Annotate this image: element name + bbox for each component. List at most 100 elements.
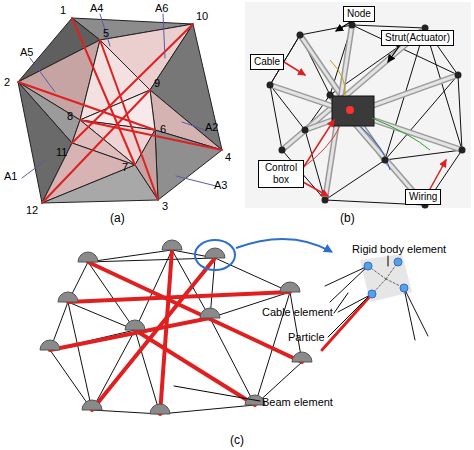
cable-element [68,302,135,330]
node-disc [200,308,220,318]
axis-label: A1 [4,170,17,182]
cable-line [352,25,425,28]
strut-line [80,120,222,150]
panel-label: (a) [110,212,125,225]
vertex-number: 12 [26,204,38,216]
cable-line [385,150,462,160]
zoom-arrow [236,239,332,252]
node-disc [78,252,98,262]
node-disc [58,292,78,302]
cable-element [330,266,368,302]
node-joint [267,82,274,89]
callout-arrow [303,182,328,196]
beam-element [322,294,372,350]
callout-text: Cable [254,56,280,68]
particle [364,262,372,270]
axis-label: A3 [214,179,227,191]
cable-element [215,258,290,292]
photo-background [245,2,471,208]
panel-label: (c) [230,434,244,447]
particle [368,290,376,298]
zoom-ring [195,240,235,270]
node-joint [322,197,329,204]
axis-leader [22,160,46,178]
wire [360,126,390,170]
cable-line [270,85,282,150]
axis-label: A4 [90,2,103,14]
part-label: Particle [288,331,325,343]
node-joint [302,127,309,134]
cable-element [68,302,92,410]
callout-text: Strut(Actuator) [385,32,450,44]
particle [400,284,408,292]
vertex-number: 4 [225,151,231,163]
label-leader [334,293,348,313]
label-leader [174,386,260,401]
polyhedron-face [155,130,222,200]
callout-box: Node [343,6,375,22]
strut-line [42,90,150,203]
cable-element [160,405,255,414]
cable-line [425,28,462,150]
polyhedron-face [150,24,222,150]
cable-line [325,160,385,200]
particle [394,258,402,266]
node-disc [125,320,145,330]
wire [372,118,430,150]
node-disc [162,240,182,250]
rigid-body [360,254,412,302]
strut-line [18,82,155,130]
cable-element [325,266,368,286]
wire [330,60,345,96]
vertex-number: 6 [160,123,166,135]
node-disc [205,248,225,258]
vertex-number: 5 [103,27,109,39]
beam-element [135,330,255,405]
node-disc [40,340,60,350]
vertex-number: 3 [162,200,168,212]
node-joint [459,147,466,154]
vertex-number: 1 [60,4,66,16]
part-label: Beam element [262,396,333,408]
callout-arrow [430,160,446,189]
cable-element [172,250,210,318]
node-joint [279,147,286,154]
node-disc [150,404,170,414]
axis-leader [176,176,216,186]
axis-label: A6 [155,2,168,14]
panel-label: (b) [340,212,355,225]
node-joint [382,157,389,164]
axis-leader [100,14,110,46]
vertex-number: 9 [154,77,160,89]
node-disc [292,352,312,362]
vertex-number: 7 [122,161,128,173]
beam-element [92,258,215,410]
cable-element [404,288,415,340]
vertex-number: 10 [196,10,208,22]
callout-box: Wiring [405,189,441,205]
control-box [332,96,374,126]
beam-element [68,292,290,302]
callout-arrow [388,45,400,62]
strut-line [72,18,135,165]
part-label: Rigid body element [352,243,446,255]
axis-label: A2 [205,121,218,133]
callout-box: Strut(Actuator) [381,30,454,46]
axis-leader [163,14,165,58]
beam-element [160,250,172,414]
callout-box: Control box [258,160,304,188]
label-leader [328,297,368,337]
callout-text: Node [347,8,371,20]
led [346,106,354,114]
node-disc [82,400,102,410]
cable-element [404,288,428,336]
axis-label: A5 [20,46,33,58]
callout-text: Control box [262,162,300,186]
beam-element [50,318,210,350]
callout-box: Cable [250,54,284,70]
cable-line [352,25,458,75]
callout-text: Wiring [409,191,437,203]
callout-arrow [336,21,352,31]
